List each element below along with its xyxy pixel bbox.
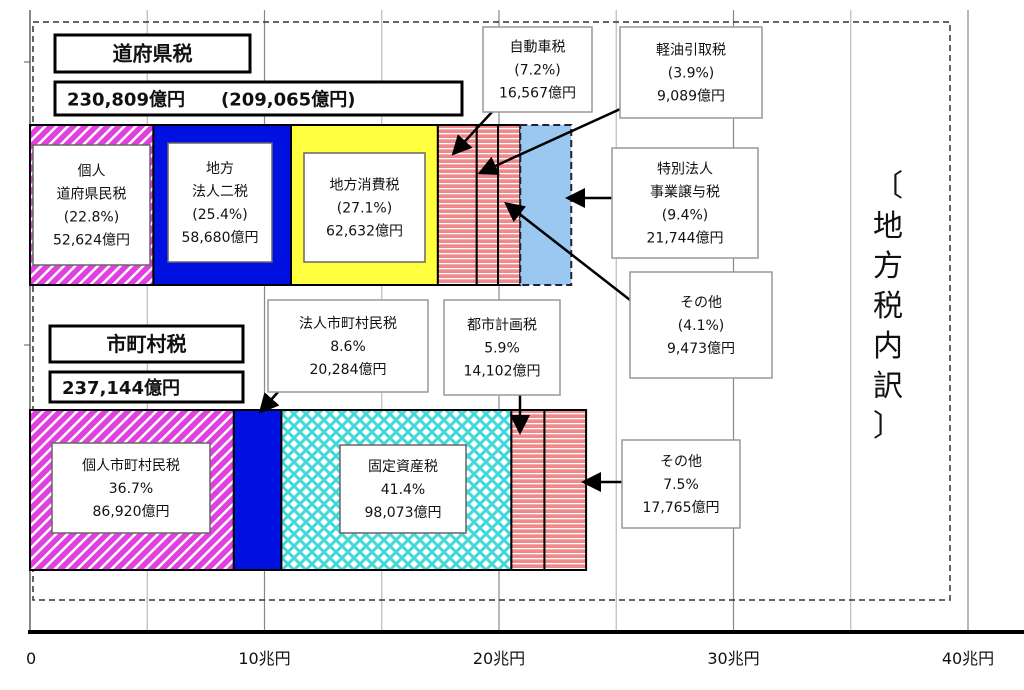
segment-label-line: (25.4%) (192, 207, 247, 223)
segment-label-line: 36.7% (109, 481, 153, 497)
segment-label-line: 17,765億円 (643, 500, 720, 516)
bar-total-box (53, 80, 464, 117)
segment-label-line: 7.5% (663, 477, 699, 493)
side-title-char: 税 (873, 289, 903, 324)
callout-arrow (504, 201, 631, 301)
bar-name: 市町村税 (107, 332, 187, 356)
segment-label-line: 法人市町村民税 (299, 315, 397, 332)
segment-label-box (303, 152, 426, 263)
segment-label-line: 道府県民税 (57, 187, 127, 203)
segment-label-line: 5.9% (484, 341, 520, 357)
frame (32, 21, 951, 601)
segment-label-line: 16,567億円 (499, 86, 576, 102)
segment-label-box (482, 26, 593, 113)
side-title-char: 地 (873, 209, 903, 244)
segment-label-line: 法人二税 (192, 184, 248, 200)
bar-total: 237,144億円 (62, 377, 180, 399)
bar-name: 道府県税 (113, 42, 193, 66)
segment-label-line: 21,744億円 (647, 231, 724, 247)
segment-label-line: 都市計画税 (467, 317, 537, 334)
segment-label-line: 20,284億円 (310, 362, 387, 378)
segment-label-line: 個人 (78, 164, 106, 180)
segment-label-line: (4.1%) (678, 318, 725, 334)
segment-label-box (611, 147, 759, 259)
bar-segment (519, 124, 573, 286)
segment-label-box (267, 299, 429, 393)
bar-segment (543, 409, 588, 571)
grid-lines: 0 10兆円 20兆円 30兆円 40兆円 (24, 10, 1024, 668)
segment-label-line: 98,073億円 (365, 505, 442, 521)
bar-segment (475, 124, 500, 286)
segment-label-line: 地方 (206, 161, 234, 177)
segment-label-line: 特別法人 (657, 162, 713, 178)
x-tick-label: 40兆円 (942, 649, 994, 668)
segment-label-box (167, 142, 273, 263)
segment-label-line: 事業譲与税 (650, 185, 720, 201)
x-tick-label: 10兆円 (238, 649, 290, 668)
segment-label-line: 41.4% (381, 482, 425, 498)
segment-label-box (32, 144, 151, 266)
segment-label-box (629, 271, 773, 379)
callout-arrow (477, 98, 641, 175)
segment-label-box (339, 444, 467, 534)
bar-name-box (53, 33, 252, 74)
x-tick-label: 0 (26, 649, 36, 668)
segment-label-line: (7.2%) (514, 63, 561, 79)
segment-label-box (619, 26, 763, 119)
callout-arrow (451, 111, 493, 156)
segment-label-line: 58,680億円 (182, 230, 259, 246)
x-tick-label: 20兆円 (473, 649, 525, 668)
side-title-char: 方 (873, 249, 903, 284)
segment-label-line: 52,624億円 (53, 233, 130, 249)
segment-label-box (621, 439, 741, 529)
segment-label-line: 9,473億円 (667, 341, 735, 357)
callout-arrow (258, 391, 280, 414)
segment-label-line: 地方消費税 (330, 178, 400, 194)
side-title-char: 訳 (873, 369, 903, 404)
segment-label-line: 14,102億円 (464, 364, 541, 380)
segment-label-line: 86,920億円 (93, 504, 170, 520)
segment-label-line: (3.9%) (668, 66, 715, 82)
side-title-char: 内 (873, 329, 903, 364)
bar-name-box (48, 324, 245, 364)
segment-label-line: 自動車税 (510, 39, 566, 56)
segment-label-line: 8.6% (330, 339, 366, 355)
segment-label-line: その他 (660, 454, 702, 470)
segment-label-line: その他 (680, 295, 722, 311)
side-title-char: 〔 (873, 169, 903, 204)
segment-label-line: (27.1%) (337, 201, 392, 217)
segment-label-box (443, 299, 561, 396)
bar-total: 230,809億円 (209,065億円) (67, 89, 355, 111)
bar-total-box (48, 370, 245, 404)
bar-segment (232, 409, 283, 571)
side-title-char: 〕 (873, 409, 903, 444)
segment-label-line: 9,089億円 (657, 89, 725, 105)
segment-label-line: 62,632億円 (326, 224, 403, 240)
segment-label-box (51, 442, 211, 534)
segment-label-line: (9.4%) (662, 208, 709, 224)
bar-segment (510, 409, 546, 571)
segment-label-line: (22.8%) (64, 210, 119, 226)
segment-label-line: 軽油引取税 (656, 43, 726, 59)
x-tick-label: 30兆円 (707, 649, 759, 668)
segment-label-line: 固定資産税 (368, 459, 438, 475)
segment-label-line: 個人市町村民税 (82, 457, 180, 474)
